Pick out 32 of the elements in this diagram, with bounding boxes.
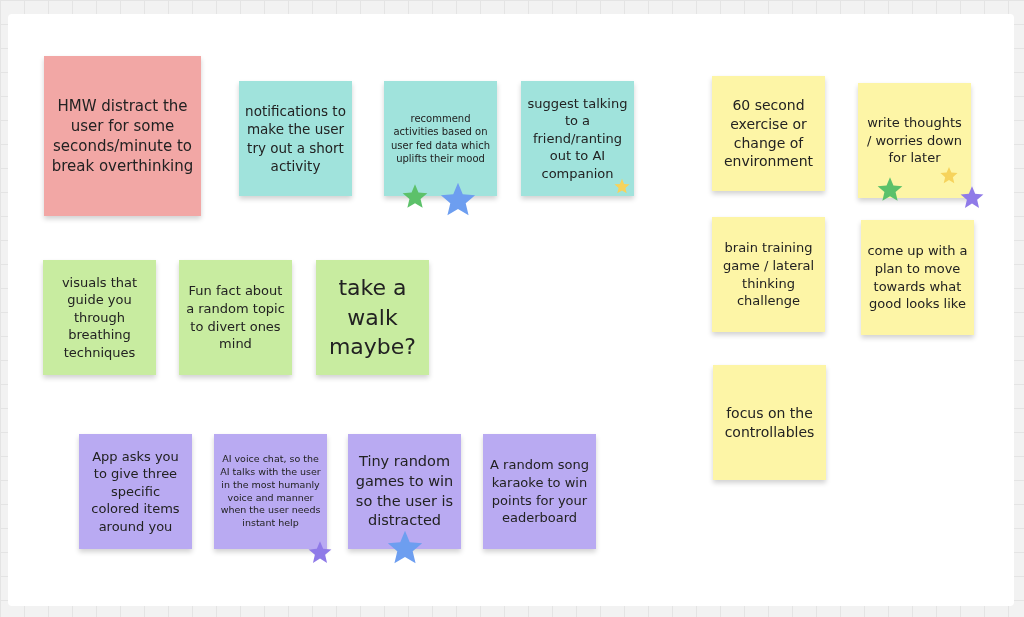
sticky-note	[44, 56, 201, 216]
sticky-note	[79, 434, 192, 549]
sticky-note	[43, 260, 156, 375]
note-text: suggest talking to a friend/ranting out to AI companion	[527, 94, 628, 183]
sticky-note	[858, 83, 971, 198]
sticky-note	[713, 365, 826, 480]
sticky-note	[239, 81, 352, 196]
note-text: recommend activities based on user fed data which uplifts their mood	[390, 111, 491, 166]
note-text: Fun fact about a random topic to divert ones mind	[185, 282, 286, 353]
note-text: 60 second exercise or change of environment	[722, 95, 815, 172]
note-text: write thoughts / worries down for later	[865, 114, 964, 167]
note-text: brain training game / lateral thinking challenge	[721, 239, 816, 310]
note-text: take a walk maybe?	[327, 273, 418, 362]
sticky-note	[384, 81, 497, 196]
note-text: A random song karaoke to win points for your eaderboard	[489, 456, 590, 527]
sticky-note	[348, 434, 461, 549]
note-text: HMW distract the user for some seconds/minute to break overthinking	[50, 95, 195, 177]
note-text: App asks you to give three specific colored items around you	[90, 447, 181, 536]
note-text: focus on the controllables	[723, 403, 816, 442]
sticky-note	[861, 220, 974, 335]
note-text: Tiny random games to win so the user is distracted	[354, 452, 455, 531]
sticky-note	[712, 217, 825, 332]
sticky-note	[179, 260, 292, 375]
note-text: notifications to make the user try out a short activity	[245, 102, 346, 175]
sticky-note	[712, 76, 825, 191]
note-text: visuals that guide you through breathing techniques	[60, 273, 139, 362]
sticky-note	[483, 434, 596, 549]
sticky-note	[521, 81, 634, 196]
note-text: AI voice chat, so the AI talks with the user in the most humanly voice and manner when the user needs instant help	[220, 453, 321, 530]
sticky-note	[214, 434, 327, 549]
sticky-note	[316, 260, 429, 375]
note-text: come up with a plan to move towards what good looks like	[867, 242, 968, 313]
